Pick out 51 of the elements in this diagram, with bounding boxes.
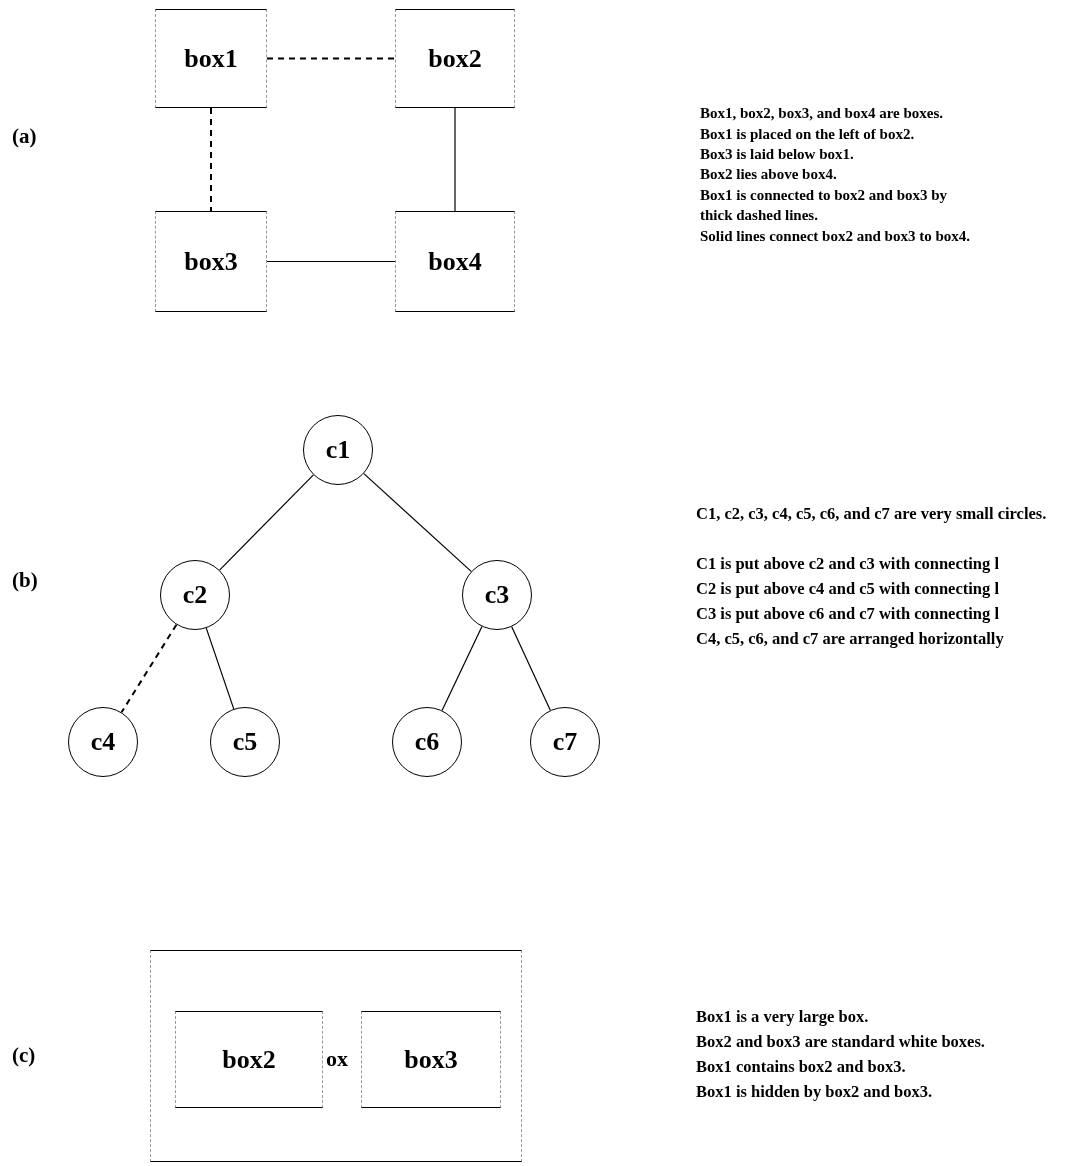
box-node xyxy=(175,1011,323,1108)
panel-label: (b) xyxy=(12,570,38,590)
node-label: c6 xyxy=(414,727,440,757)
description-text: Box2 lies above box4. xyxy=(700,165,837,184)
connector-line xyxy=(120,623,178,714)
connector-line xyxy=(441,626,483,711)
description-text: C1, c2, c3, c4, c5, c6, and c7 are very small circles. xyxy=(696,503,1048,525)
description-text: Box1 is connected to box2 and box3 by thick dashed lines. xyxy=(700,186,949,225)
description-text: C4, c5, c6, and c7 are arranged horizontally xyxy=(696,628,1004,650)
node-label: box1 xyxy=(184,43,238,74)
connector-line xyxy=(266,57,396,60)
box-node xyxy=(155,9,267,108)
node-label: c3 xyxy=(484,580,510,610)
description-text: Box1 is a very large box. xyxy=(696,1006,869,1028)
connector-line xyxy=(363,472,472,572)
description-text: Box1 is placed on the left of box2. xyxy=(700,125,915,144)
box-node xyxy=(395,9,515,108)
node-label: box2 xyxy=(428,43,482,74)
node-label: ox xyxy=(326,1047,348,1071)
connector-line xyxy=(454,107,456,212)
description-text: Box3 is laid below box1. xyxy=(700,145,854,164)
description-text: Box1 is hidden by box2 and box3. xyxy=(696,1081,933,1103)
node-label: c7 xyxy=(552,727,578,757)
description-text: Solid lines connect box2 and box3 to box4. xyxy=(700,227,971,246)
node-label: c4 xyxy=(90,727,116,757)
connector-line xyxy=(219,474,315,571)
connector-line xyxy=(266,260,396,263)
node-label: c5 xyxy=(232,727,258,757)
node-label: box2 xyxy=(222,1044,276,1075)
node-label: c2 xyxy=(182,580,208,610)
description-text: Box2 and box3 are standard white boxes. xyxy=(696,1031,985,1053)
connector-line xyxy=(210,107,212,212)
node-label: box4 xyxy=(428,246,482,277)
circle-node xyxy=(160,560,230,630)
panel-label: (c) xyxy=(12,1045,36,1065)
description-text: Box1 contains box2 and box3. xyxy=(696,1056,906,1078)
panel-label: (a) xyxy=(12,126,37,146)
container-box xyxy=(150,950,522,1162)
description-text: C2 is put above c4 and c5 with connecting l xyxy=(696,578,999,600)
node-label: box3 xyxy=(184,246,238,277)
box-node xyxy=(361,1011,501,1108)
circle-node xyxy=(303,415,373,485)
description-text: C3 is put above c6 and c7 with connecting l xyxy=(696,603,999,625)
node-label: box3 xyxy=(404,1044,458,1075)
description-text: C1 is put above c2 and c3 with connecting l xyxy=(696,553,999,575)
box-node xyxy=(155,211,267,312)
box-node xyxy=(395,211,515,312)
description-text: Box1, box2, box3, and box4 are boxes. xyxy=(700,104,944,123)
connector-line xyxy=(511,626,551,711)
node-label: c1 xyxy=(325,435,351,465)
connector-line xyxy=(205,627,235,710)
